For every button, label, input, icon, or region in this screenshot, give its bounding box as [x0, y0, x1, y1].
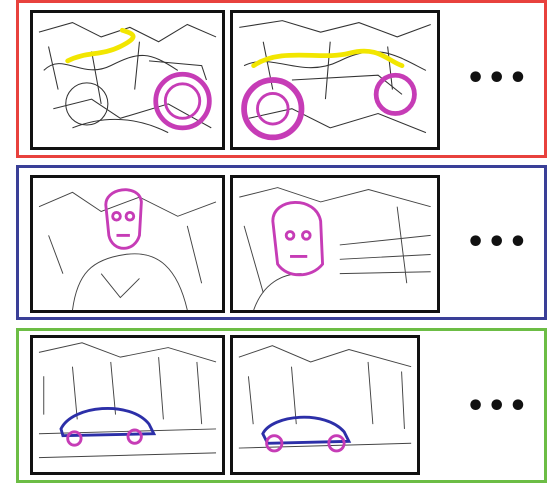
person-sketch-1 — [33, 178, 222, 310]
motorbike-image-1 — [30, 10, 225, 150]
car-wheel-annotation — [68, 432, 81, 445]
motorbike-seat-annotation — [254, 51, 402, 66]
motorbike-more-ellipsis: ••• — [466, 64, 530, 94]
car-image-2 — [230, 335, 420, 475]
motorbike-sketch-2 — [233, 13, 437, 147]
motorbike-rear-wheel-annotation — [376, 75, 414, 113]
person-sketch-2 — [233, 178, 437, 310]
car-sketch-2 — [233, 338, 417, 472]
car-more-ellipsis: ••• — [466, 392, 530, 422]
person-image-1 — [30, 175, 225, 313]
edge-lines — [39, 192, 216, 310]
car-sketch-1 — [33, 338, 222, 472]
person-image-2 — [230, 175, 440, 313]
person-more-ellipsis: ••• — [466, 228, 530, 258]
motorbike-sketch-1 — [33, 13, 222, 147]
motorbike-wheel-annotation — [156, 74, 210, 128]
motorbike-seat-annotation — [68, 30, 133, 61]
car-wheel-annotation — [329, 436, 344, 451]
motorbike-image-2 — [230, 10, 440, 150]
car-body-annotation — [263, 417, 349, 443]
car-wheel-annotation — [128, 430, 141, 443]
edge-lines — [239, 188, 430, 310]
car-image-1 — [30, 335, 225, 475]
person-face-annotation — [273, 202, 323, 274]
